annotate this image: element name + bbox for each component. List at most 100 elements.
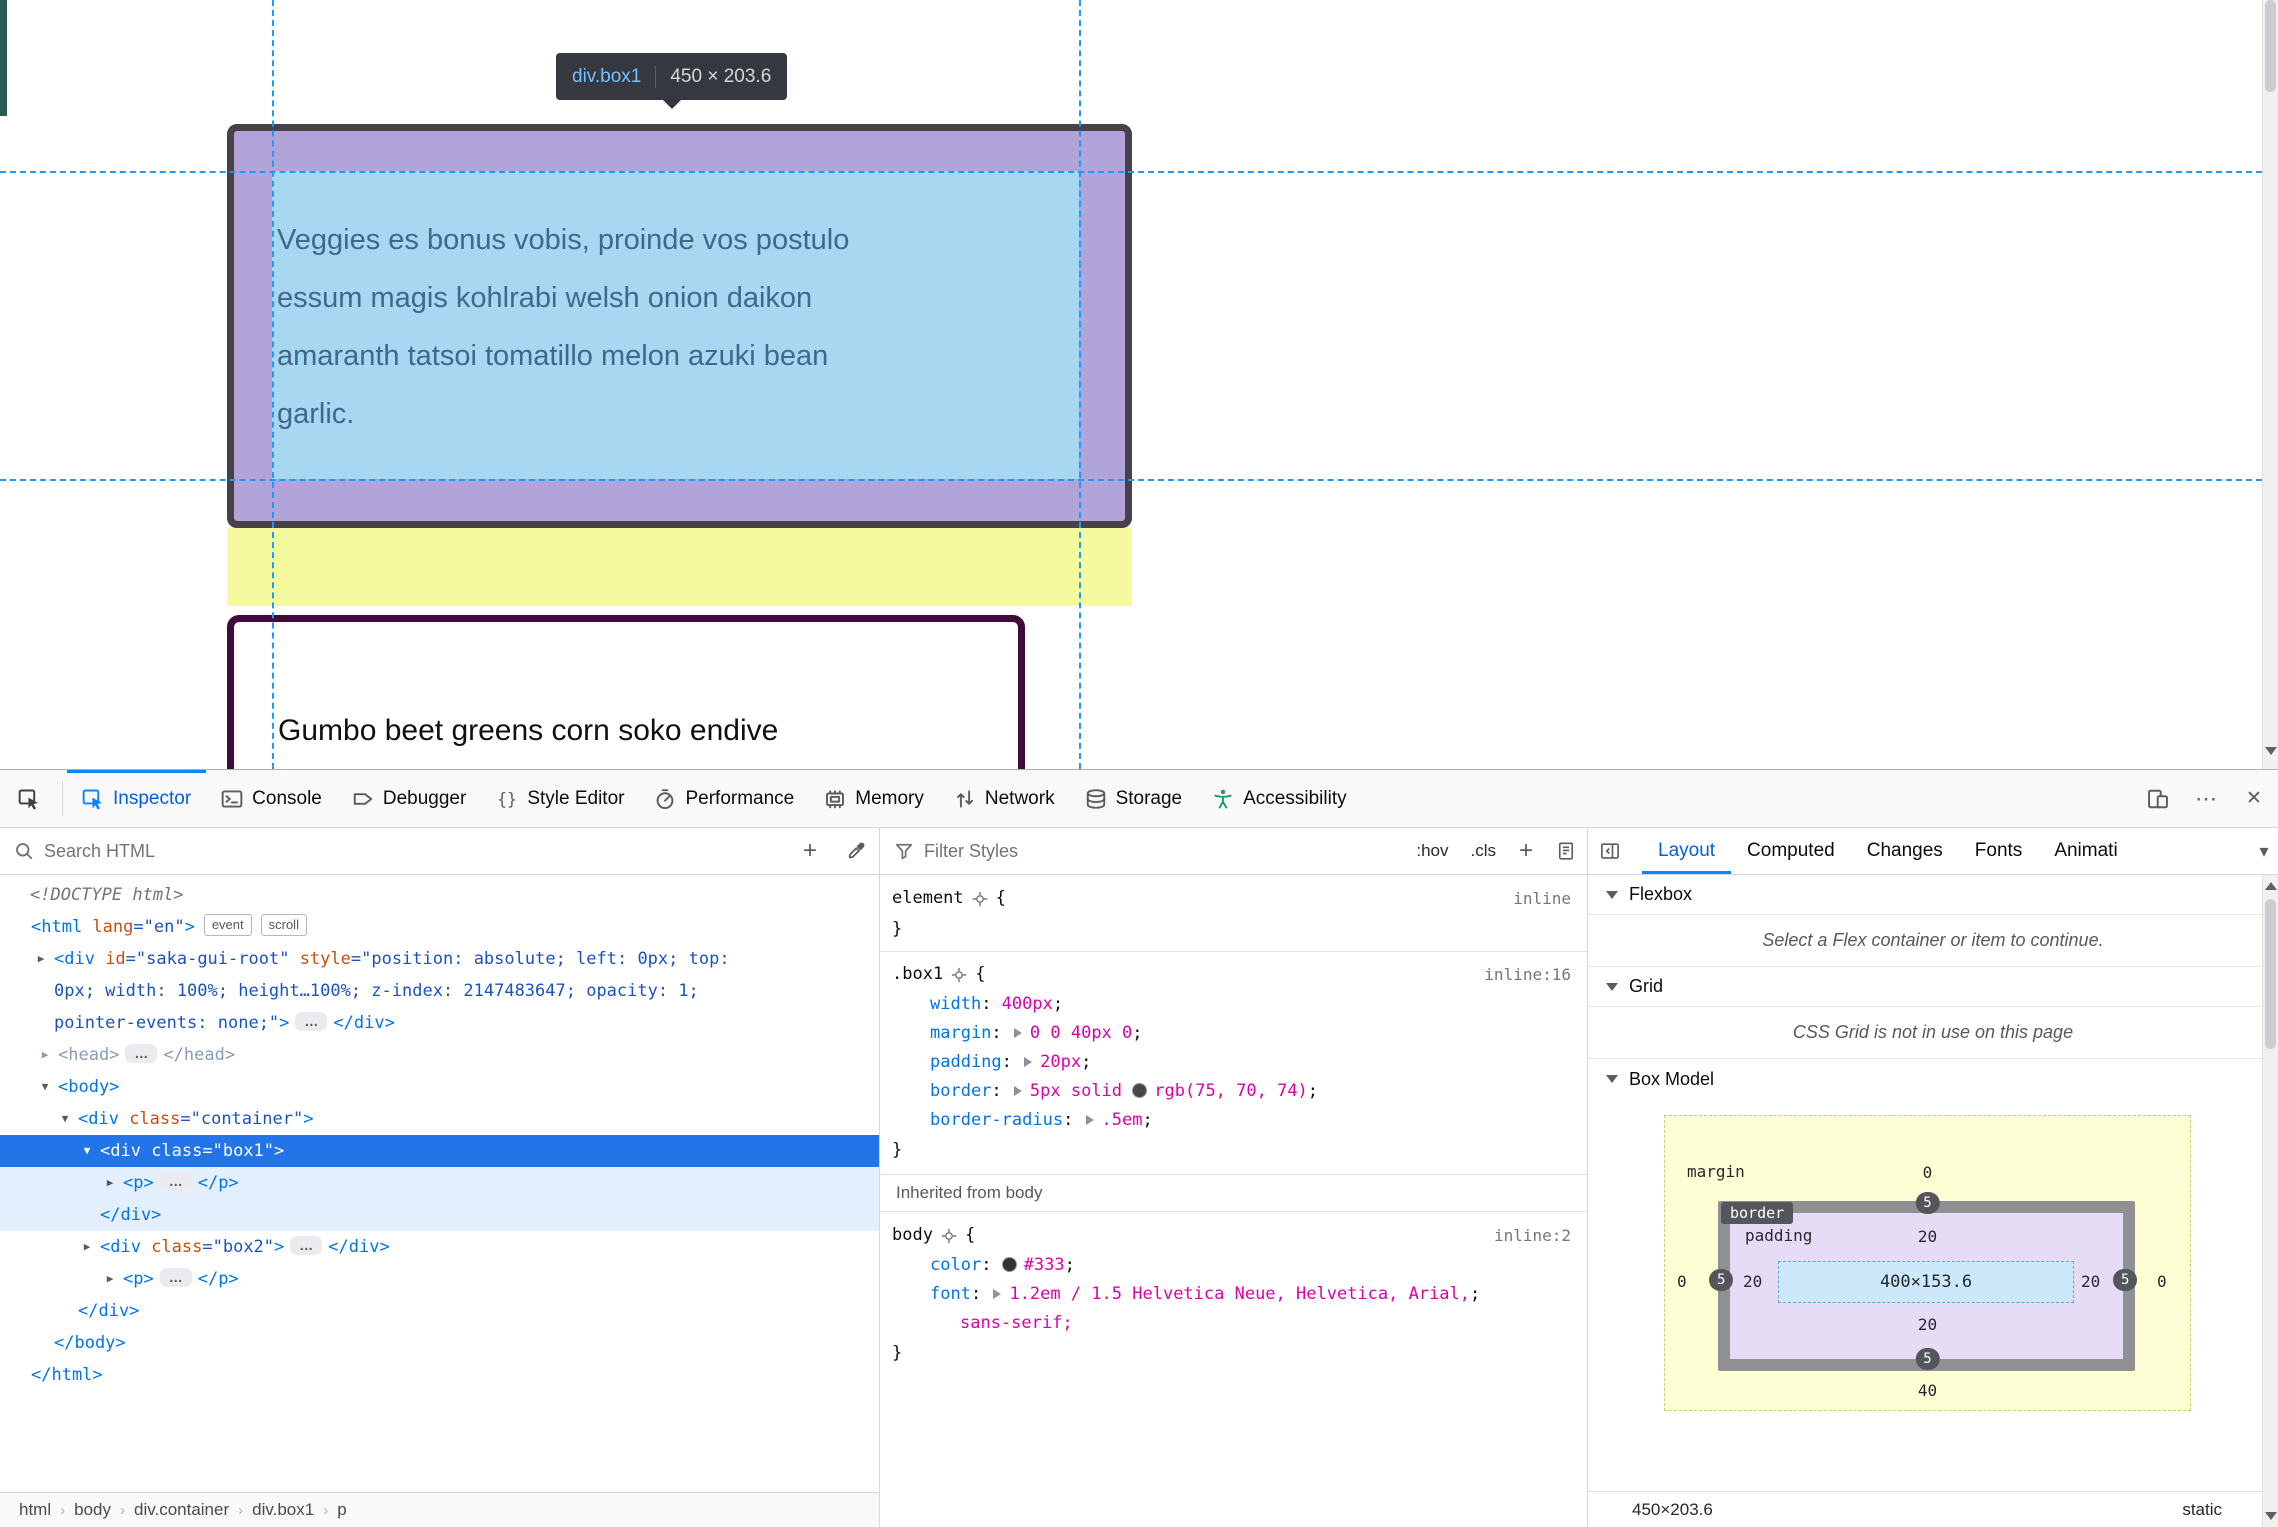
collapse-arrow-icon[interactable] (1606, 1075, 1618, 1083)
markup-node-row[interactable]: pointer-events: none;">…</div> (0, 1007, 879, 1039)
css-declaration[interactable]: padding: 20px; (880, 1048, 1587, 1077)
rule-source-link[interactable]: inline:16 (1484, 965, 1571, 984)
margin-left-value[interactable]: 0 (1677, 1272, 1687, 1291)
css-declaration[interactable]: width: 400px; (880, 990, 1587, 1019)
box-model-margin-region[interactable]: margin 0 border padding 5 20 400×153.6 2… (1664, 1115, 2191, 1411)
search-html-input[interactable] (44, 840, 787, 862)
expand-shorthand-icon[interactable] (1085, 1115, 1094, 1125)
markup-node-row[interactable]: <!DOCTYPE html> (0, 879, 879, 911)
sidebar-tab-fonts[interactable]: Fonts (1974, 840, 2023, 861)
scroll-badge[interactable]: scroll (260, 914, 307, 936)
eyedropper-icon[interactable] (833, 828, 879, 874)
tab-memory[interactable]: Memory (809, 770, 939, 827)
pick-element-button[interactable] (0, 770, 58, 827)
border-bottom-value[interactable]: 5 (1915, 1348, 1940, 1370)
expand-shorthand-icon[interactable] (1013, 1028, 1022, 1038)
box-model-section-header[interactable]: Box Model (1588, 1059, 2278, 1099)
rule-selector-row[interactable]: .box1{inline:16 (880, 959, 1587, 990)
sidebar-tab-computed[interactable]: Computed (1747, 840, 1835, 861)
expand-shorthand-icon[interactable] (1013, 1086, 1022, 1096)
expand-arrow-icon[interactable]: ▶ (106, 1176, 114, 1189)
breadcrumb-item-body[interactable]: body (74, 1500, 111, 1519)
margin-bottom-value[interactable]: 40 (1917, 1381, 1938, 1400)
print-media-toggle-icon[interactable] (1545, 828, 1587, 874)
markup-node-row[interactable]: ▶<div class="box2">…</div> (0, 1231, 879, 1263)
grid-section-header[interactable]: Grid (1588, 967, 2278, 1007)
markup-node-row[interactable]: ▶<div id="saka-gui-root" style="position… (0, 943, 879, 975)
markup-node-row[interactable]: ▼<div class="box1"> (0, 1135, 879, 1167)
tab-storage[interactable]: Storage (1070, 770, 1198, 827)
tab-performance[interactable]: Performance (639, 770, 809, 827)
markup-node-row[interactable]: 0px; width: 100%; height…100%; z-index: … (0, 975, 879, 1007)
css-declaration[interactable]: font: 1.2em / 1.5 Helvetica Neue, Helvet… (880, 1280, 1587, 1309)
selector-highlighter-icon[interactable] (941, 1228, 957, 1244)
page-scrollbar[interactable] (2262, 0, 2278, 769)
all-tabs-chevron-icon[interactable]: ▾ (2250, 828, 2278, 874)
toggle-pseudo-classes-button[interactable]: :hov (1405, 841, 1459, 861)
margin-top-value[interactable]: 0 (1922, 1163, 1933, 1182)
breadcrumb-item-div-box1[interactable]: div.box1 (252, 1500, 315, 1519)
tab-debugger[interactable]: Debugger (337, 770, 481, 827)
padding-left-value[interactable]: 20 (1743, 1272, 1763, 1291)
border-top-value[interactable]: 5 (1915, 1192, 1940, 1214)
margin-right-value[interactable]: 0 (2157, 1272, 2167, 1291)
scroll-down-arrow-icon[interactable] (2264, 1512, 2277, 1520)
markup-node-row[interactable]: </div> (0, 1199, 879, 1231)
padding-top-value[interactable]: 20 (1917, 1227, 1938, 1246)
collapse-arrow-icon[interactable] (1606, 982, 1618, 991)
markup-node-row[interactable]: ▶<p>…</p> (0, 1167, 879, 1199)
ellipsis-expander[interactable]: … (295, 1012, 328, 1031)
collapse-arrow-icon[interactable] (1606, 890, 1618, 899)
breadcrumb-item-p[interactable]: p (337, 1500, 347, 1519)
markup-node-row[interactable]: ▶<head>…</head> (0, 1039, 879, 1071)
css-declaration[interactable]: color: #333; (880, 1251, 1587, 1280)
ellipsis-expander[interactable]: … (125, 1044, 158, 1063)
markup-node-row[interactable]: </div> (0, 1295, 879, 1327)
add-rule-button[interactable]: + (1507, 828, 1545, 874)
tab-inspector[interactable]: Inspector (67, 770, 207, 827)
tab-accessibility[interactable]: Accessibility (1197, 770, 1361, 827)
border-right-value[interactable]: 5 (2113, 1269, 2138, 1291)
padding-bottom-value[interactable]: 20 (1917, 1315, 1938, 1334)
color-swatch[interactable] (1001, 1257, 1017, 1272)
css-declaration[interactable]: border: 5px solid rgb(75, 70, 74); (880, 1077, 1587, 1106)
ellipsis-expander[interactable]: … (159, 1268, 192, 1287)
add-node-button[interactable]: + (787, 828, 833, 874)
css-declaration[interactable]: border-radius: .5em; (880, 1106, 1587, 1135)
selector-highlighter-icon[interactable] (972, 891, 988, 907)
scroll-down-arrow-icon[interactable] (2264, 747, 2277, 755)
expand-arrow-icon[interactable]: ▶ (106, 1272, 114, 1285)
meatball-menu-button[interactable]: ⋯ (2182, 770, 2230, 827)
rule-selector-row[interactable]: body{inline:2 (880, 1220, 1587, 1251)
scroll-up-arrow-icon[interactable] (2264, 882, 2277, 890)
box-model-content-box[interactable]: 400×153.6 (1778, 1261, 2074, 1303)
event-badge[interactable]: event (203, 914, 252, 936)
expand-arrow-icon[interactable]: ▶ (83, 1240, 91, 1253)
expand-shorthand-icon[interactable] (993, 1289, 1002, 1299)
markup-node-row[interactable]: ▼<body> (0, 1071, 879, 1103)
markup-node-row[interactable]: </body> (0, 1327, 879, 1359)
rule-source-link[interactable]: inline:2 (1493, 1226, 1571, 1245)
breadcrumb-item-html[interactable]: html (19, 1500, 52, 1519)
responsive-design-mode-button[interactable] (2134, 770, 2182, 827)
expand-shorthand-icon[interactable] (1024, 1057, 1033, 1067)
sidebar-tab-animati[interactable]: Animati (2054, 840, 2118, 861)
expand-arrow-icon[interactable]: ▶ (37, 952, 45, 965)
color-swatch[interactable] (1132, 1083, 1148, 1098)
sidebar-tab-changes[interactable]: Changes (1866, 840, 1943, 861)
collapse-arrow-icon[interactable]: ▼ (41, 1080, 49, 1093)
tab-network[interactable]: Network (939, 770, 1070, 827)
sidebar-tab-layout[interactable]: Layout (1642, 828, 1732, 874)
css-declaration[interactable]: margin: 0 0 40px 0; (880, 1019, 1587, 1048)
flexbox-section-header[interactable]: Flexbox (1588, 875, 2278, 915)
toggle-classes-button[interactable]: .cls (1460, 841, 1508, 861)
tab-console[interactable]: Console (206, 770, 337, 827)
rule-source-link[interactable]: inline (1513, 889, 1571, 908)
rule-selector-row[interactable]: element{inline (880, 883, 1587, 914)
ellipsis-expander[interactable]: … (290, 1236, 323, 1255)
toggle-sidebar-icon[interactable] (1588, 828, 1632, 874)
selector-highlighter-icon[interactable] (951, 967, 967, 983)
border-left-value[interactable]: 5 (1709, 1269, 1734, 1291)
page-scrollbar-thumb[interactable] (2265, 0, 2276, 92)
